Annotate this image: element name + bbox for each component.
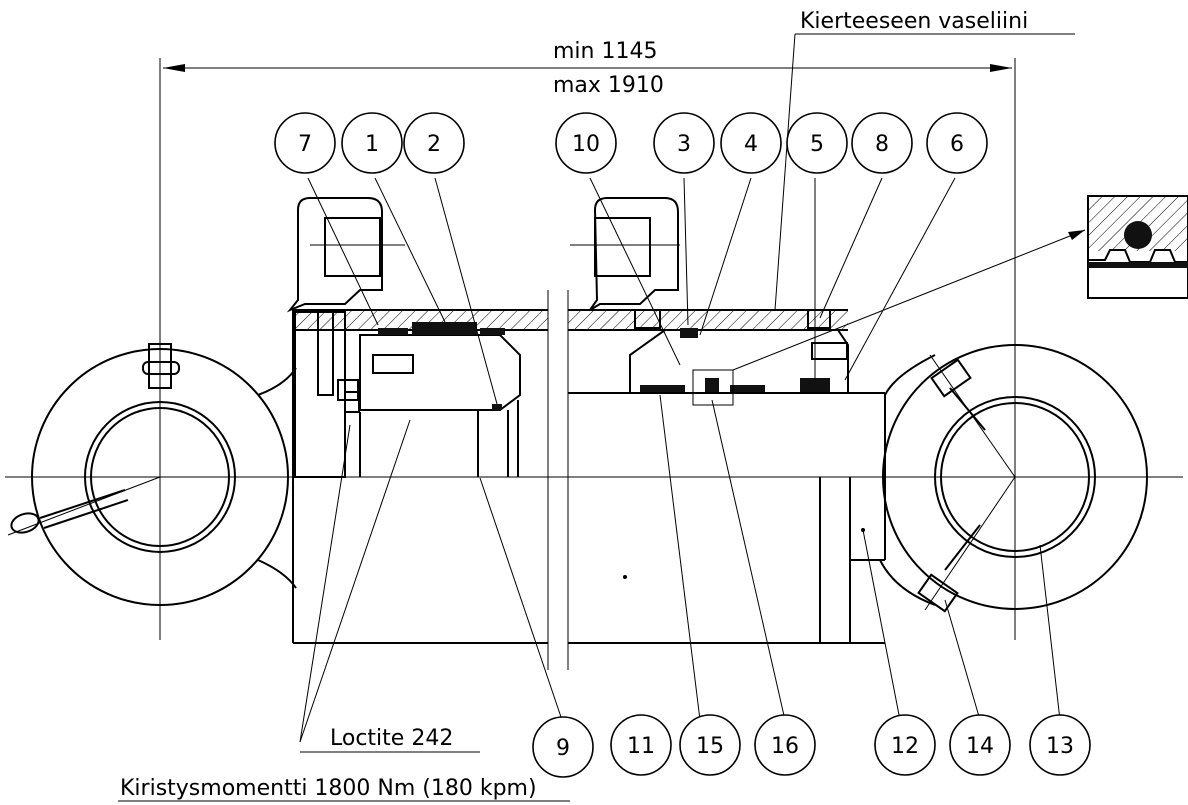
right-port-block xyxy=(570,197,680,311)
callout-7: 7 xyxy=(298,132,312,157)
callouts-top: 7 1 2 10 3 4 5 8 6 xyxy=(274,112,988,174)
end-cap-left xyxy=(294,309,360,478)
loctite-note: Loctite 242 xyxy=(300,726,480,753)
callout-11: 11 xyxy=(627,734,655,759)
callout-13: 13 xyxy=(1046,734,1074,759)
callout-10: 10 xyxy=(572,132,600,157)
piston-rod xyxy=(568,392,886,643)
callout-15: 15 xyxy=(696,734,724,759)
right-grease-nipples xyxy=(917,354,1016,613)
loctite-text: Loctite 242 xyxy=(330,726,453,751)
seal-detail-inset xyxy=(732,195,1188,371)
bottom-leader-lines xyxy=(299,394,1061,743)
dimension-max-text: max 1910 xyxy=(553,73,664,98)
callout-16: 16 xyxy=(771,734,799,759)
callouts-bottom: 9 11 15 16 12 14 13 xyxy=(532,714,1091,778)
callout-14: 14 xyxy=(966,734,994,759)
right-eye-bearing xyxy=(879,344,1148,610)
callout-5: 5 xyxy=(810,132,824,157)
cylinder-tube xyxy=(292,290,885,670)
callout-3: 3 xyxy=(677,132,691,157)
callout-1: 1 xyxy=(365,132,379,157)
left-port-block xyxy=(286,197,405,313)
thread-note: Kierteeseen vaseliini xyxy=(774,9,1075,311)
callout-8: 8 xyxy=(875,132,889,157)
callout-2: 2 xyxy=(427,132,441,157)
callout-12: 12 xyxy=(891,734,919,759)
callout-4: 4 xyxy=(744,132,758,157)
left-lower-grease-nipple xyxy=(7,476,161,536)
top-leader-lines xyxy=(307,177,956,405)
overall-length-dimension: min 1145 max 1910 xyxy=(163,39,1012,98)
rod-gland xyxy=(629,309,849,406)
callout-9: 9 xyxy=(556,736,570,761)
torque-text: Kiristysmomentti 1800 Nm (180 kpm) xyxy=(120,776,537,801)
callout-6: 6 xyxy=(950,132,964,157)
thread-note-text: Kierteeseen vaseliini xyxy=(800,9,1028,34)
torque-note: Kiristysmomentti 1800 Nm (180 kpm) xyxy=(118,776,570,802)
dimension-min-text: min 1145 xyxy=(553,39,657,64)
piston xyxy=(359,322,521,477)
left-grease-nipple xyxy=(142,343,180,398)
